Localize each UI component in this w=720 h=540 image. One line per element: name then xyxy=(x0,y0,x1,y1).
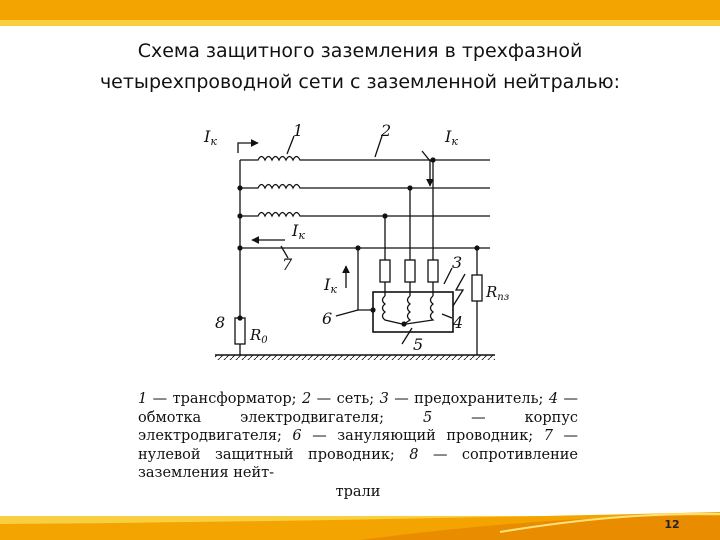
label-7: 7 xyxy=(282,255,293,274)
neutralizing-conductor xyxy=(357,248,373,311)
fuse-2 xyxy=(404,259,416,283)
label-8: 8 xyxy=(215,313,225,332)
motor-winding-3 xyxy=(405,295,435,325)
transformer-winding-3 xyxy=(240,211,310,218)
arrow-current-top-left xyxy=(237,139,259,153)
neutral-ground-resistor xyxy=(234,317,246,345)
fuse-3 xyxy=(427,259,439,283)
title-line-1: Схема защитного заземления в трехфазной xyxy=(137,40,583,62)
transformer-winding-2 xyxy=(240,183,310,190)
label-4: 4 xyxy=(452,313,463,332)
grounding-circuit-diagram: Iк 1 2 Iк Iк 7 Iк 3 Rпз 8 R0 6 4 5 xyxy=(203,121,509,360)
page-number: 12 xyxy=(664,518,680,531)
label-3: 3 xyxy=(452,253,462,272)
top-decorative-bar xyxy=(0,0,720,26)
transformer-winding-1 xyxy=(240,155,310,162)
slide-title: Схема защитного заземления в трехфазной … xyxy=(60,36,660,98)
arrow-current-phase xyxy=(421,150,434,187)
arrow-fault-lightning xyxy=(452,273,466,307)
label-5: 5 xyxy=(413,335,423,354)
label-ik-top-right: Iк xyxy=(444,127,458,148)
title-line-2: четырехпроводной сети с заземленной нейт… xyxy=(99,71,621,93)
motor-winding-2 xyxy=(403,295,412,325)
bottom-decorative-bar xyxy=(0,512,720,540)
label-ik-top-left: Iк xyxy=(203,127,217,148)
label-2: 2 xyxy=(380,121,391,140)
fuse-1 xyxy=(379,259,391,283)
label-rz: Rпз xyxy=(485,283,509,303)
motor-winding-1 xyxy=(381,295,403,325)
label-ik-motor: Iк xyxy=(323,275,337,296)
label-r0: R0 xyxy=(249,326,268,346)
housing-ground-resistor xyxy=(471,274,483,302)
label-6: 6 xyxy=(322,309,332,328)
label-ik-neutral: Iк xyxy=(291,221,305,242)
ground-hatching xyxy=(215,355,495,360)
diagram-caption: 1 — трансформатор; 2 — сеть; 3 — предохр… xyxy=(138,391,579,500)
label-1: 1 xyxy=(293,121,303,140)
